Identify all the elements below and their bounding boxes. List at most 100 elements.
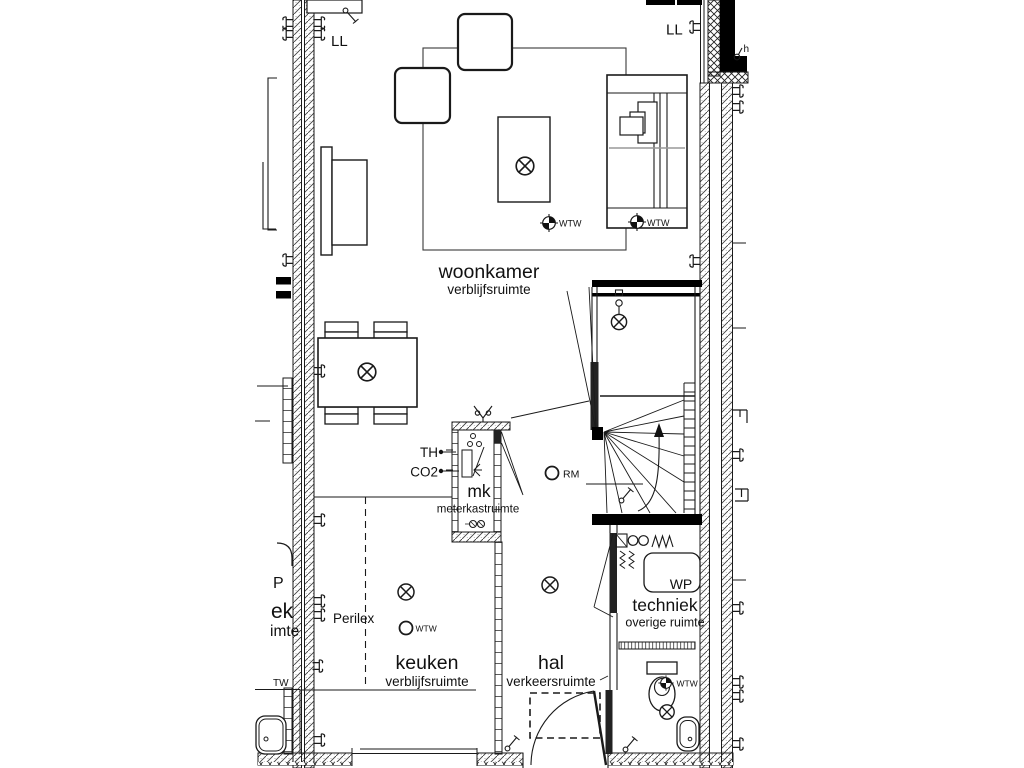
stairs-door-swing <box>566 286 597 431</box>
insulation-scallops <box>477 762 523 768</box>
newel-post <box>592 427 603 440</box>
neighbor-tw-label: TW <box>273 678 289 689</box>
ll-label-left: LL <box>331 33 348 50</box>
techniek-toilet-walls <box>593 525 696 754</box>
black-wall-segment <box>720 0 735 62</box>
th-leader <box>438 449 456 455</box>
socket-icon <box>282 16 294 30</box>
hand-basin <box>676 716 700 752</box>
lamp-icon <box>659 704 675 720</box>
spring-symbol <box>619 550 635 569</box>
h-label: h <box>744 44 750 55</box>
neighbor-left-items <box>255 77 300 755</box>
socket-icon <box>732 448 744 462</box>
wtw-label: WTW <box>647 218 670 228</box>
data-outlet-icon <box>735 488 749 502</box>
wtw-valve-icon <box>539 213 559 233</box>
washer-valve <box>627 535 639 546</box>
neighbor-sink <box>255 715 287 755</box>
socket-icon <box>313 594 326 608</box>
front-door-swing-arc <box>530 690 595 766</box>
rm-label: RM <box>563 469 579 481</box>
wp-label: WP <box>670 576 693 592</box>
toilet-fixtures <box>622 661 700 753</box>
tv-base <box>619 116 644 136</box>
socket-icon <box>732 100 744 114</box>
neighbor-ek-label: ek <box>271 600 294 623</box>
door-clearance-zone <box>529 692 601 739</box>
walking-line <box>637 433 660 512</box>
exterior-wall-right <box>699 0 749 768</box>
facade-wall-bottom <box>257 752 734 768</box>
room-type-mk: meterkastruimte <box>437 504 519 516</box>
co2-label: CO2 <box>410 465 438 480</box>
kitchen-zone-lines <box>299 496 478 766</box>
socket-icon <box>732 737 744 751</box>
socket-icon <box>732 601 744 615</box>
wall-tie-marks <box>733 242 746 581</box>
lamp-icon <box>610 313 628 331</box>
mk-vent-symbol <box>473 405 493 422</box>
right-wall-outlets <box>733 242 749 581</box>
armchair <box>393 66 452 125</box>
vent-grille-band <box>618 641 696 650</box>
mk-door-leaf <box>493 430 502 443</box>
plan-labels: LL LL h woonkamer verblijfsruimte TH CO2… <box>270 22 749 690</box>
lamp-icon <box>541 576 559 594</box>
wtw-point-icon <box>398 620 414 636</box>
lamp-icon <box>397 583 415 601</box>
room-type-woonkamer: verblijfsruimte <box>447 282 530 297</box>
sofa <box>320 146 368 256</box>
lamp-icon <box>515 156 535 176</box>
techniek-door-swing <box>593 533 614 618</box>
socket-icon <box>689 20 701 34</box>
stair-treads <box>684 382 695 510</box>
socket-icon <box>282 27 294 41</box>
wc-cistern <box>646 661 678 675</box>
stairs-top-wall <box>592 280 702 287</box>
techniek-door-leaf <box>609 533 617 613</box>
th-label: TH <box>420 445 438 460</box>
socket-icon <box>313 16 326 30</box>
washer-valve <box>638 535 649 546</box>
socket-icon <box>282 253 294 267</box>
co2-leader <box>438 468 459 474</box>
hal-label-leader <box>599 675 609 681</box>
antenna-outlet-icon <box>733 409 748 423</box>
zigzag-symbol <box>651 534 674 549</box>
mk-wall-ticks <box>446 449 453 471</box>
stairs-bottom-wall <box>592 514 702 525</box>
wtw-label: WTW <box>416 624 437 634</box>
socket-icon <box>732 84 744 98</box>
socket-icon <box>313 608 326 622</box>
front-door <box>522 690 609 768</box>
hal-keuken-wall <box>494 541 503 755</box>
mk-door-swing <box>501 431 524 496</box>
heat-pump-unit <box>643 552 701 593</box>
room-label-techniek: techniek <box>632 595 697 615</box>
mk-duct-symbol <box>465 519 486 529</box>
insulation-scallops <box>608 762 733 768</box>
wtw-label: WTW <box>559 219 582 229</box>
wtw-label: WTW <box>677 679 698 689</box>
room-type-techniek: overige ruimte <box>625 616 704 630</box>
pendant-light <box>614 289 624 314</box>
room-type-keuken: verblijfsruimte <box>385 674 468 689</box>
mk-meters <box>461 433 485 478</box>
techniek-fixtures <box>615 533 701 593</box>
insulation-scallops <box>258 762 352 768</box>
neighbor-p-label: P <box>273 575 284 592</box>
socket-icon <box>732 689 744 703</box>
meter-cabinet <box>438 405 524 543</box>
stairs <box>566 280 702 525</box>
lamp-icon <box>357 362 377 382</box>
top-wall-cut <box>646 0 702 5</box>
black-wall-foot <box>720 56 747 72</box>
keuken-switch-icon <box>504 735 520 752</box>
room-label-hal: hal <box>538 652 564 674</box>
room-label-mk: mk <box>467 481 491 501</box>
h-marker <box>733 47 743 61</box>
party-wall-left <box>292 0 315 768</box>
